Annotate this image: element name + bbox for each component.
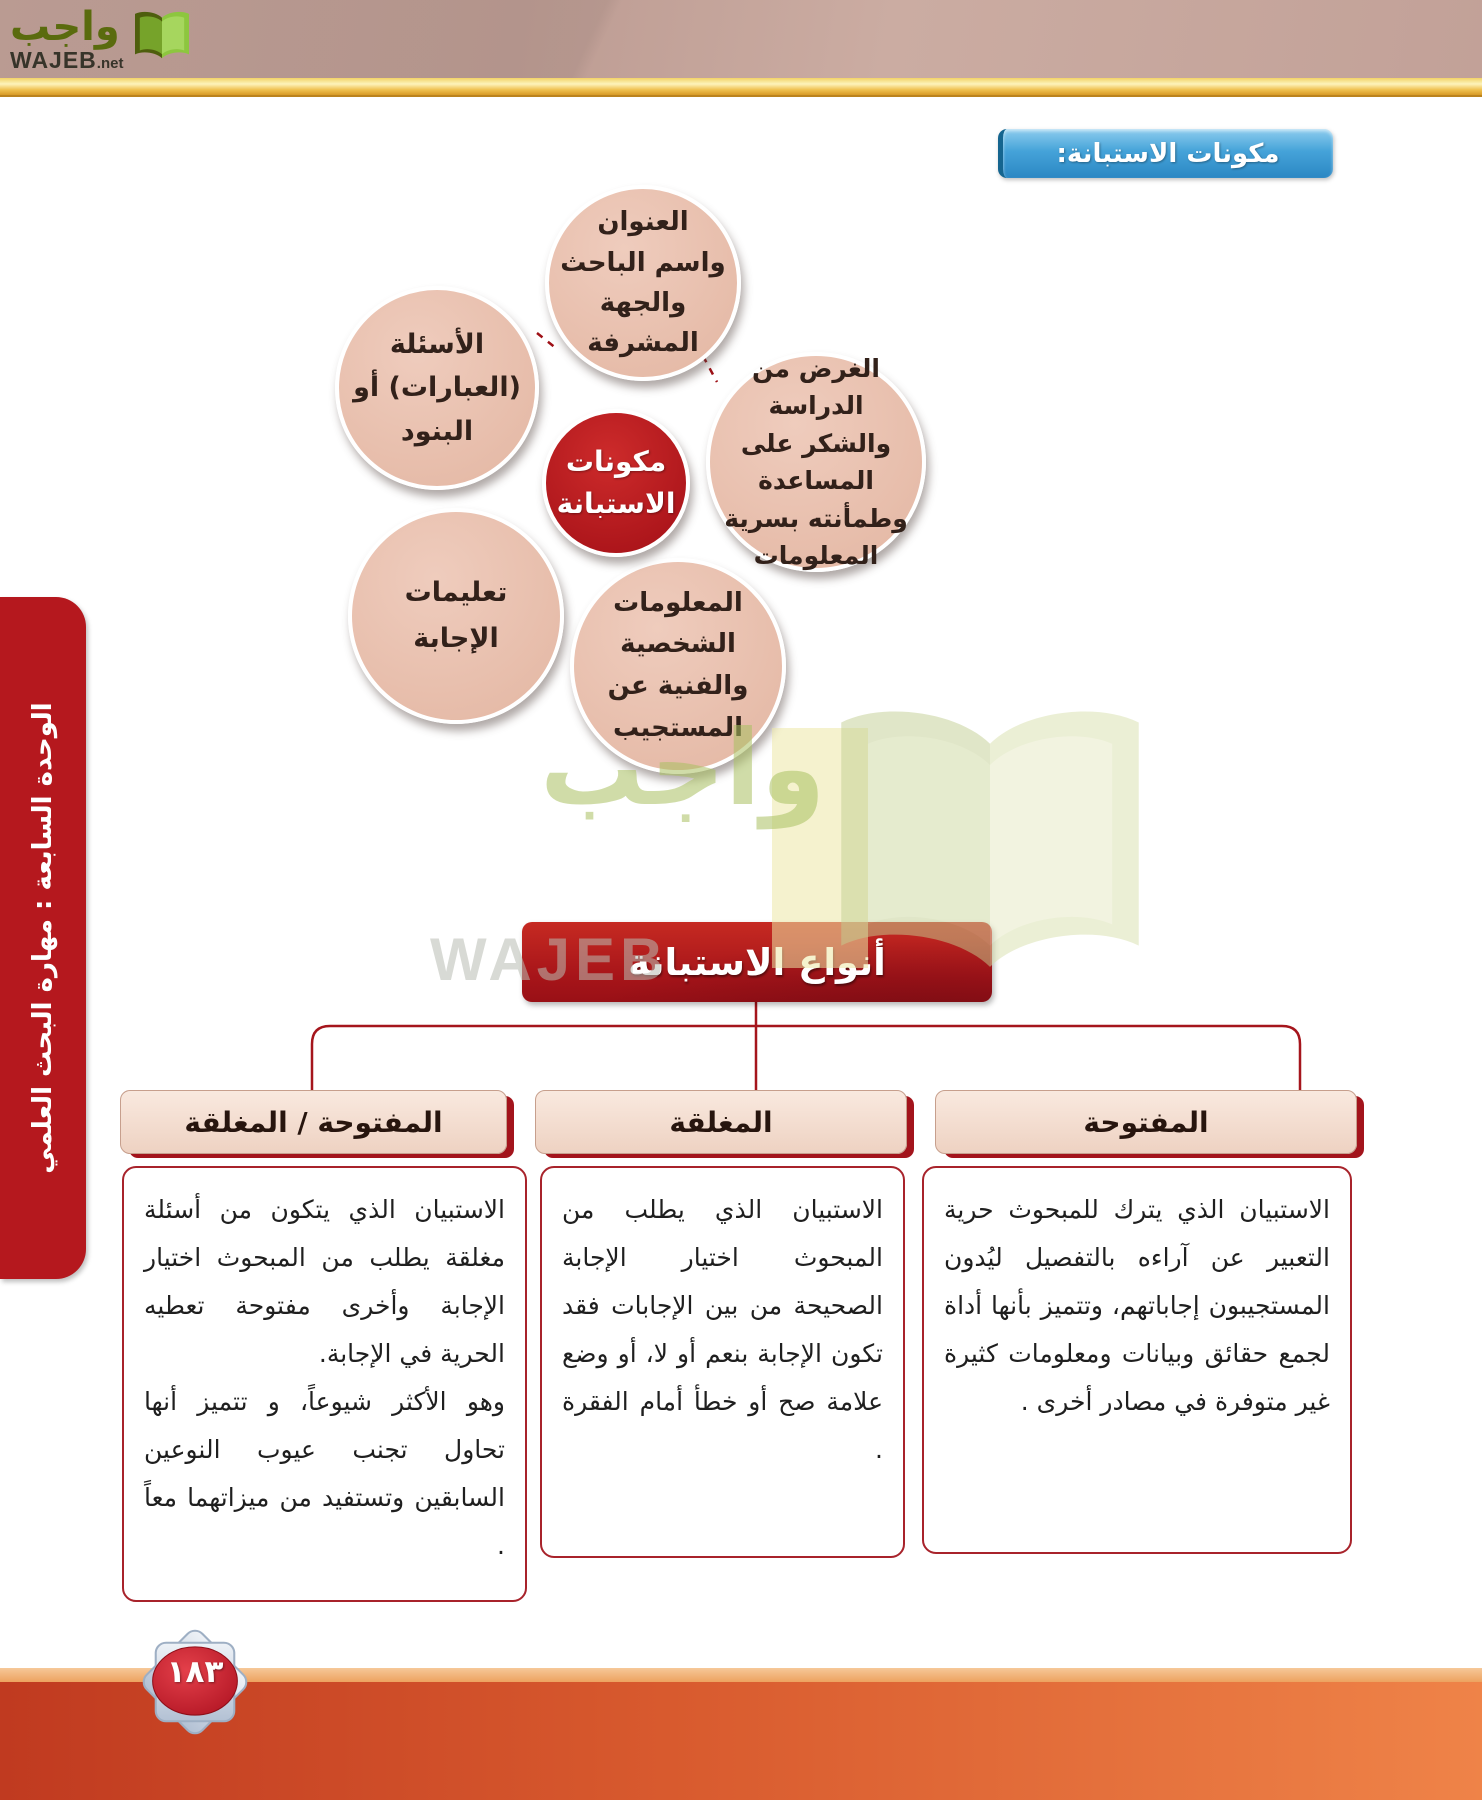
page-number: ١٨٣ [166,1654,224,1690]
footer-accent-strip [0,1668,1482,1682]
diagram-node-personal-info: المعلومات الشخصية والفنية عن المستجيب [570,558,786,774]
type-body-closed-paragraph: الاستبيان الذي يطلب من المبحوث اختيار ال… [562,1195,883,1464]
wajeb-logo: واجب WAJEB .net [10,6,193,72]
section-label-chip: مكونات الاستبانة: [998,129,1333,178]
star-badge-icon [142,1629,248,1735]
wajeb-logo-latin-row: WAJEB .net [10,46,124,73]
gold-divider-bar [0,78,1482,97]
footer-orange-bar [0,1682,1482,1800]
type-body-open: الاستبيان الذي يترك للمبحوث حرية التعبير… [922,1166,1352,1554]
diagram-center-node: مكونات الاستبانة [542,409,690,557]
diagram-node-instructions: تعليمات الإجابة [348,508,564,724]
diagram-node-title: العنوان واسم الباحث والجهة المشرفة [545,185,741,381]
page-number-badge: ١٨٣ [133,1620,257,1744]
types-banner: أنواع الاستبانة [522,922,992,1002]
type-body-mixed: الاستبيان الذي يتكون من أسئلة مغلقة يطلب… [122,1166,527,1602]
type-header-closed: المغلقة [535,1090,907,1154]
diagram-node-questions: الأسئلة (العبارات) أو البنود [335,286,539,490]
wajeb-logo-text: واجب WAJEB .net [10,7,123,72]
sidebar-unit-label: الوحدة السابعة : مهارة البحث العلمي [28,702,58,1174]
open-book-icon [131,10,193,68]
type-body-closed: الاستبيان الذي يطلب من المبحوث اختيار ال… [540,1166,905,1558]
type-body-open-paragraph: الاستبيان الذي يترك للمبحوث حرية التعبير… [944,1195,1330,1416]
type-header-mixed: المفتوحة / المغلقة [120,1090,507,1154]
wajeb-logo-latin: WAJEB [10,46,97,73]
sidebar-unit-tab: الوحدة السابعة : مهارة البحث العلمي [0,597,86,1279]
wajeb-logo-tld: .net [96,54,124,72]
diagram-node-purpose: الغرض من الدراسة والشكر على المساعدة وطم… [706,352,926,572]
type-body-mixed-paragraph-1: الاستبيان الذي يتكون من أسئلة مغلقة يطلب… [144,1195,505,1368]
header-photo-strip [0,0,1482,78]
type-header-open: المفتوحة [935,1090,1357,1154]
type-body-mixed-paragraph-2: وهو الأكثر شيوعاً، و تتميز أنها تحاول تج… [144,1387,505,1560]
wajeb-logo-arabic: واجب [10,3,120,50]
